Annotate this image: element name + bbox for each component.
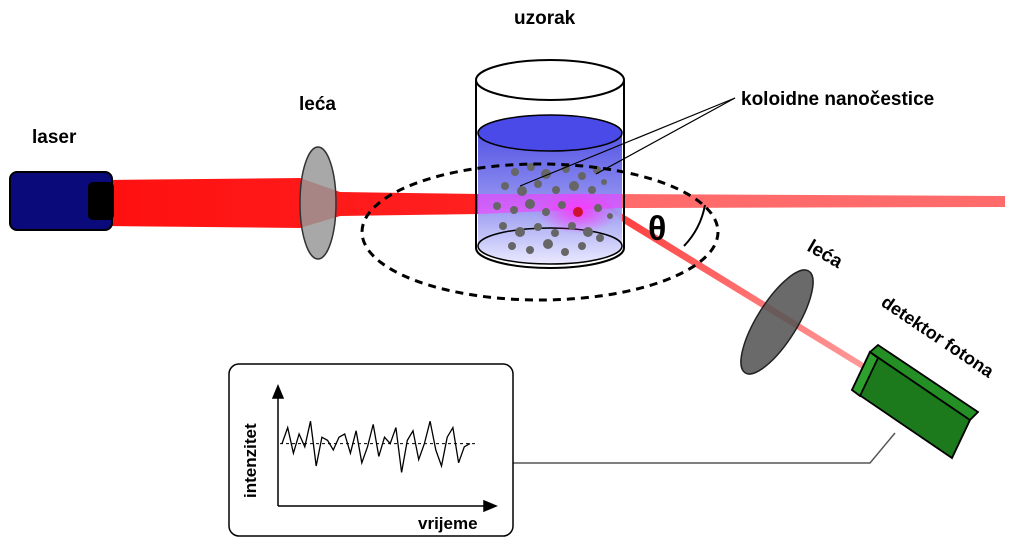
- intensity-signal-line: [281, 421, 471, 473]
- sample-label: uzorak: [514, 8, 576, 29]
- lens1-label: leća: [299, 94, 336, 115]
- angle-arc: [683, 204, 706, 247]
- scattering-plane-ellipse: [360, 162, 720, 302]
- nanoparticles-pointer: [519, 97, 736, 187]
- nanoparticles-label: koloidne nanočestice: [741, 89, 934, 110]
- y-axis-label: intenzitet: [241, 423, 260, 498]
- scattered-beam: [600, 200, 880, 380]
- signal-cable: [512, 432, 896, 464]
- x-axis-label: vrijeme: [418, 514, 478, 533]
- lens-icon: [299, 146, 337, 260]
- photon-detector-icon: [850, 343, 980, 460]
- transmitted-beam: [622, 194, 1005, 208]
- incident-beam: [108, 178, 480, 228]
- intensity-graph-box: [228, 363, 514, 537]
- laser-source-icon: [9, 171, 114, 231]
- laser-label: laser: [32, 127, 77, 148]
- angle-label: θ: [648, 210, 666, 248]
- lens-icon: [740, 269, 814, 375]
- graph-axes: [271, 384, 498, 513]
- lens2-label: leća: [804, 236, 847, 273]
